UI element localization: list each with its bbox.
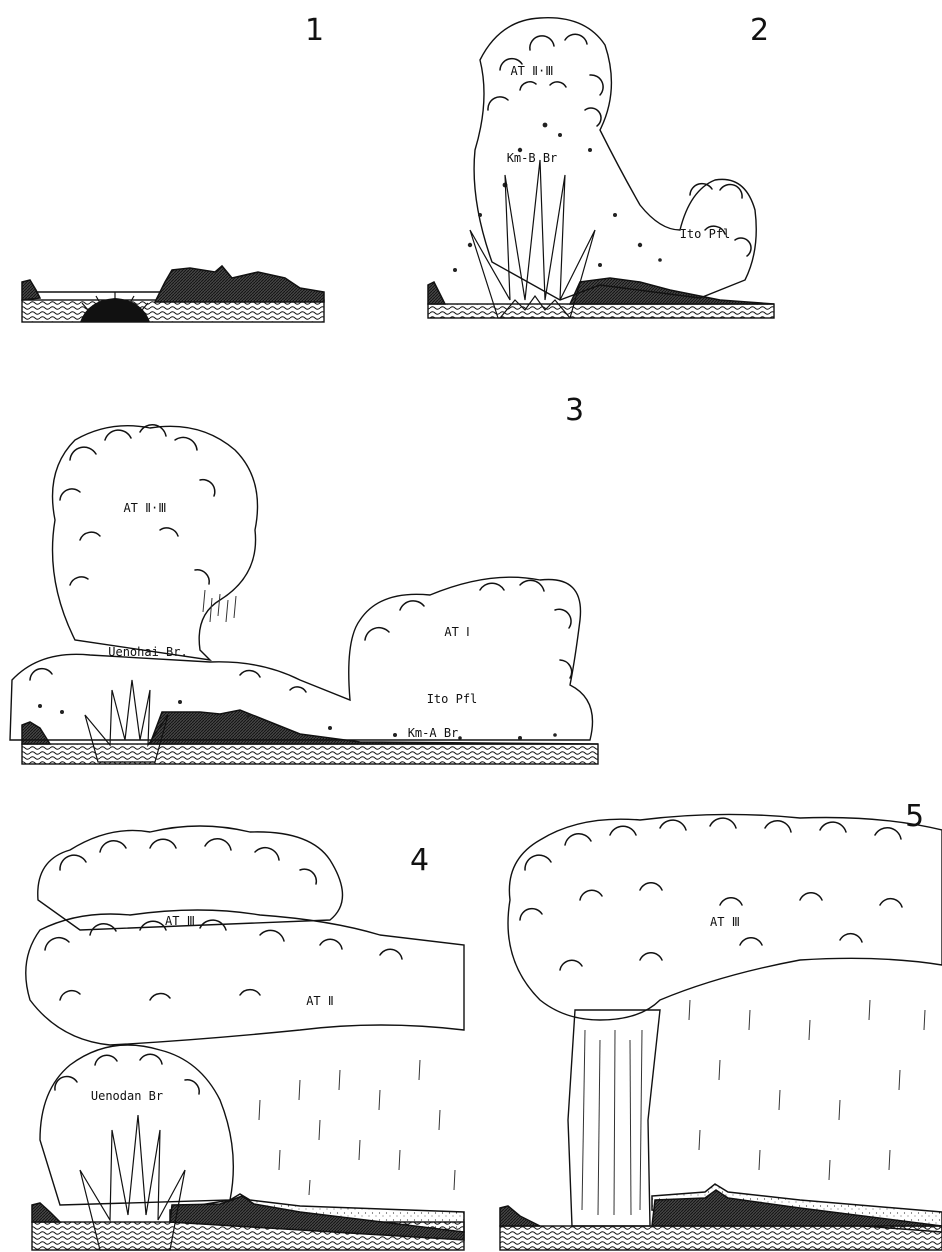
caldera-rim-left bbox=[22, 280, 40, 300]
label-at-iii: AT Ⅲ bbox=[165, 914, 195, 928]
label-ito-pfl: Ito Pfl bbox=[427, 692, 478, 706]
label-ito-pfl: Ito Pfl bbox=[680, 227, 731, 241]
ash-fall-streaks bbox=[259, 1060, 455, 1195]
cloud-puffs bbox=[45, 839, 402, 1094]
volcanic-plateau bbox=[150, 710, 598, 744]
basement-layer bbox=[22, 744, 598, 764]
volcanic-plateau bbox=[570, 278, 774, 304]
ash-fall-streaks bbox=[689, 1000, 925, 1180]
panel-4: 4 AT Ⅲ bbox=[26, 826, 464, 1250]
label-km-a-br: Km-A Br bbox=[408, 726, 459, 740]
panel-number-3: 3 bbox=[565, 393, 584, 428]
panel-2: 2 AT Ⅱ·Ⅲ Km-B Br Ito Pfl bbox=[428, 13, 774, 318]
label-at-i: AT Ⅰ bbox=[444, 625, 469, 639]
explosion-vent bbox=[470, 160, 595, 318]
basement-layer bbox=[22, 300, 324, 322]
panel-number-5: 5 bbox=[905, 799, 924, 834]
ash-fall-streaks bbox=[203, 590, 236, 622]
panel-1: 1 bbox=[22, 13, 324, 322]
label-at-ii: AT Ⅱ bbox=[306, 994, 334, 1008]
ballistic-blocks bbox=[453, 123, 662, 272]
volcanic-plateau bbox=[155, 266, 324, 302]
label-uenohai-br: Uenohai Br. bbox=[108, 645, 187, 659]
basement-layer bbox=[500, 1226, 942, 1250]
caldera-rim-left bbox=[500, 1206, 540, 1226]
label-at-iii: AT Ⅲ bbox=[710, 915, 740, 929]
eruption-column-cloud bbox=[53, 426, 258, 660]
panel-5: 5 bbox=[500, 799, 942, 1250]
panel-number-4: 4 bbox=[410, 843, 429, 878]
cloud-puffs bbox=[520, 818, 902, 970]
panel-number-1: 1 bbox=[305, 13, 324, 48]
panel-3: 3 AT Ⅱ·Ⅲ A bbox=[10, 393, 598, 764]
caldera-rim-left bbox=[32, 1203, 60, 1222]
basement-layer bbox=[428, 304, 774, 318]
label-km-b-br: Km-B Br bbox=[507, 151, 558, 165]
lateral-ash-cloud bbox=[10, 577, 593, 740]
panel-number-2: 2 bbox=[750, 13, 769, 48]
column-streaks bbox=[582, 1030, 642, 1215]
caldera-rim-left bbox=[428, 282, 445, 304]
label-uenodan-br: Uenodan Br bbox=[91, 1089, 163, 1103]
label-at-ii-iii: AT Ⅱ·Ⅲ bbox=[510, 64, 553, 78]
label-at-ii-iii: AT Ⅱ·Ⅲ bbox=[123, 501, 166, 515]
